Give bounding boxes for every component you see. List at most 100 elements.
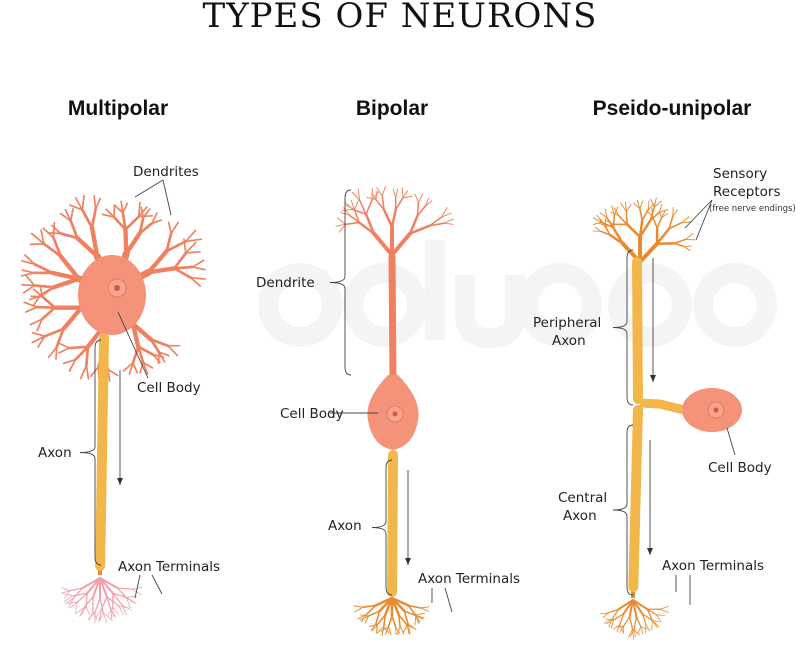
dendrite [158,351,171,357]
axon-terminal [632,599,649,611]
leader-line [134,179,164,198]
label-cell-body-bipolar: Cell Body [280,406,344,422]
sensory-receptor-branch [603,223,615,228]
dendrite [61,305,84,332]
axon-terminal [106,596,112,611]
arrow-head [647,548,653,555]
dendrite [52,236,63,258]
axon-terminal [646,608,658,616]
label-receptors: Receptors [713,184,781,200]
stem [639,398,686,415]
axon-terminal [364,615,369,624]
axon-terminal [367,610,381,617]
axon-terminal [112,592,123,606]
label-central-axon: Axon [563,508,597,524]
axon-terminal [608,618,613,628]
dendrite [416,205,427,217]
axon-terminal [375,622,378,631]
dendrite [75,235,100,259]
dendrite [107,368,119,377]
sensory-receptor-branch [672,209,678,217]
label-axon-multipolar: Axon [38,445,72,461]
leader-line [726,427,736,456]
sensory-receptor-branch [639,207,644,221]
dendrite [142,361,154,369]
sensory-receptor-branch [668,222,683,230]
axon-terminal [607,608,620,614]
axon-terminal [613,624,621,630]
axon-terminal [99,577,119,589]
dendrite [365,199,373,216]
brace [329,189,352,376]
neuron-artwork [20,185,742,640]
axon-terminal [110,609,117,619]
dendrite [351,208,367,216]
axon-terminal [68,597,74,609]
dendrite [402,190,409,199]
leader-line [134,574,141,599]
axon-terminal [98,612,104,622]
multipolar-neuron [20,194,206,624]
sensory-receptor-branch [661,213,668,219]
sensory-receptor-branch [638,241,660,264]
sensory-receptor-branch [594,226,601,232]
axon-terminal [641,613,647,626]
axon-terminal [63,595,74,603]
dendrite [425,197,430,207]
dendrite [64,208,72,222]
axon-terminal [79,607,85,617]
axon-terminal [99,597,104,614]
sensory-receptor-branch [680,216,690,224]
dendrite [357,188,361,201]
axon-terminal [106,596,120,607]
axon-terminal [67,601,78,604]
dendrite [38,285,56,298]
dendrite [371,231,394,257]
pseudo-unipolar-neuron [592,197,742,640]
watermark-letter-shape [693,263,777,347]
dendrite [390,231,413,257]
dendrite [146,248,169,275]
sensory-receptor-branch [620,202,627,212]
label-cell-body-multipolar: Cell Body [137,380,201,396]
arrow-head [117,478,123,485]
dendrite [348,214,360,224]
dendrite [184,250,201,254]
bipolar-neuron [335,185,454,637]
axon-terminal [406,624,410,635]
axon-terminal [603,618,613,624]
dendrite [341,208,354,212]
dendrite [35,305,57,310]
axon-terminal [85,592,88,608]
axon-terminal [118,605,129,609]
dendrite [58,254,81,281]
axon-terminal [76,592,88,603]
axon-terminal [68,587,84,592]
dendrite [364,213,376,235]
dendrite [136,345,155,356]
sensory-receptor-branch [610,211,619,216]
axon-terminal [383,626,390,634]
axon-terminal [132,588,142,596]
heading-pseudo-unipolar: Pseido-unipolar [593,97,752,120]
dendrite [124,231,142,256]
dendrite [173,251,188,270]
axon-terminal [640,626,648,630]
brace [371,459,393,596]
dendrite [382,208,394,229]
sensory-receptor-branch [600,221,615,229]
dendrite [139,361,144,374]
dendrite [43,327,65,338]
axon-terminal [396,626,401,635]
dendrite [149,338,170,348]
nucleolus [713,407,719,413]
axon-terminal [403,610,417,617]
sensory-receptor-branch [658,209,669,213]
axon-terminal [118,605,124,616]
leader-line [151,574,163,595]
dendrite [138,216,145,235]
axon-terminal [387,615,393,628]
axon-terminal [88,610,94,622]
